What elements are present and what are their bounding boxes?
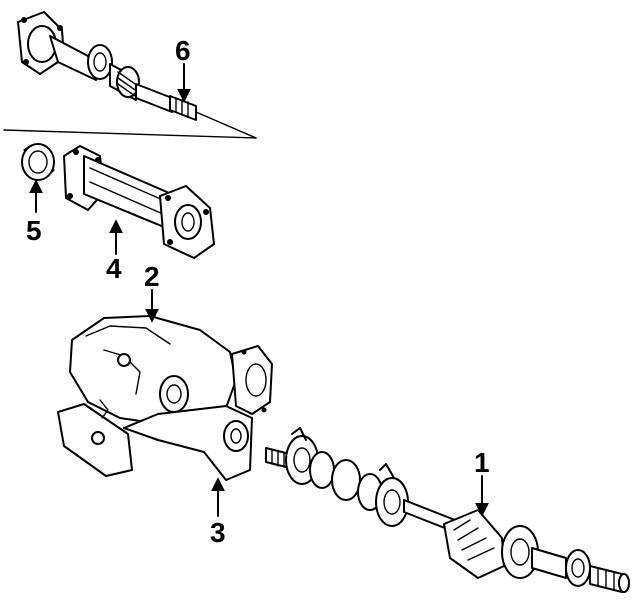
part-3-mounting-bracket [123, 405, 253, 481]
part-4-extension-tube [63, 145, 215, 259]
part-5-oil-seal [21, 143, 55, 181]
leader-arrows [29, 63, 489, 517]
callout-1: 1 [474, 447, 490, 478]
callout-5: 5 [26, 215, 42, 246]
callout-6: 6 [175, 35, 191, 66]
callout-2: 2 [144, 261, 160, 292]
part-6-intermediate-shaft [3, 11, 257, 139]
callout-4: 4 [106, 253, 122, 284]
part-1-axle-shaft [265, 427, 630, 593]
callout-labels: 6 5 4 2 3 1 [26, 35, 490, 548]
callout-3: 3 [210, 517, 226, 548]
